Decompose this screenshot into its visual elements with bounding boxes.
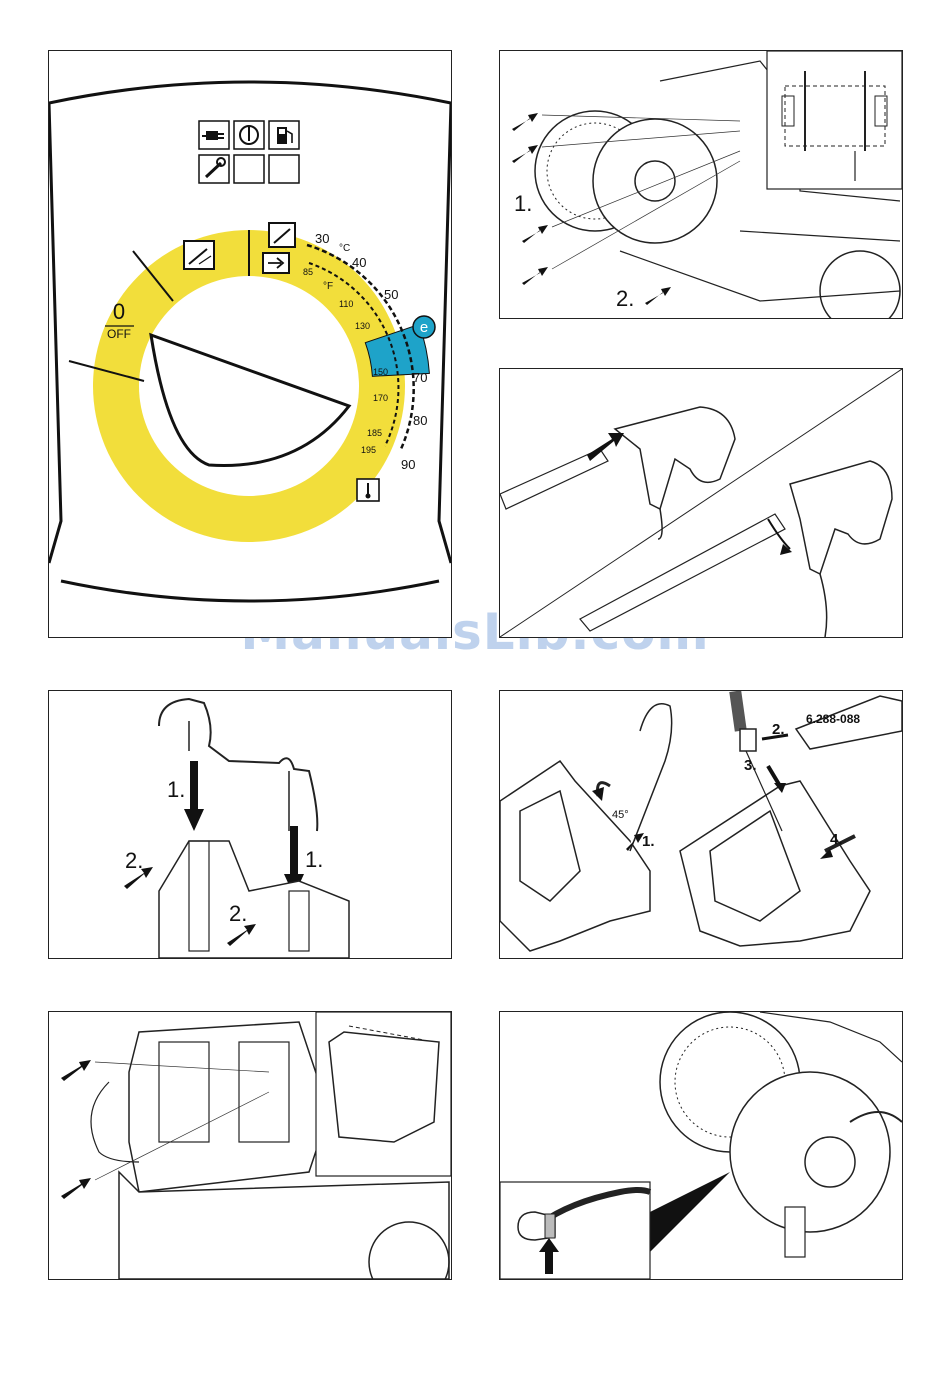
celsius-tick: 80 [413,413,427,428]
step-label: 2. [772,721,785,738]
figure-hose-reel-nozzle [499,1011,903,1280]
celsius-tick: 50 [384,287,398,302]
figure-control-panel: 0 OFF °C °F 30 4 [48,50,452,638]
fahrenheit-tick: 85 [303,267,313,277]
celsius-tick: 70 [413,370,427,385]
fahrenheit-tick: 185 [367,428,382,438]
fahrenheit-tick: 170 [373,393,388,403]
fahrenheit-tick: 150 [373,367,388,377]
step-label: 1. [514,191,532,217]
thermometer-icon [357,479,379,501]
fahrenheit-tick: 130 [355,321,370,331]
eco-mode-badge: e [413,316,435,338]
step-label: 3. [744,757,757,774]
off-position-label: OFF [107,327,131,341]
angle-label: 45° [612,809,629,821]
celsius-unit: °C [339,243,350,254]
cold-water-spray-icon [184,241,214,269]
celsius-tick: 90 [401,457,415,472]
celsius-tick: 40 [352,255,366,270]
nozzle-icon [263,253,289,273]
hot-water-spray-icon [269,223,295,247]
fahrenheit-tick: 195 [361,445,376,455]
figure-cover-mounting [48,1011,452,1280]
step-label: 4. [830,831,843,848]
part-number: 6.288-088 [806,712,860,726]
fahrenheit-tick: 110 [339,299,353,309]
step-label: 2. [125,848,143,874]
step-label: 2. [229,901,247,927]
step-label: 1. [305,847,323,873]
celsius-tick: 30 [315,231,329,246]
figure-push-handle-mounting: 1. 1. 2. 2. [48,690,452,959]
step-label: 1. [642,833,655,850]
step-label: 1. [167,777,185,803]
off-position-value: 0 [113,299,125,324]
figure-gun-repair: 45° 1. 2. 3. 4. 6.288-088 [499,690,903,959]
svg-text:e: e [420,319,428,336]
fahrenheit-unit: °F [323,281,333,292]
step-label: 2. [616,286,634,312]
figure-hose-reel-mounting: 1. 2. [499,50,903,319]
status-icon-grid [199,121,299,183]
figure-spray-lance-assembly [499,368,903,638]
